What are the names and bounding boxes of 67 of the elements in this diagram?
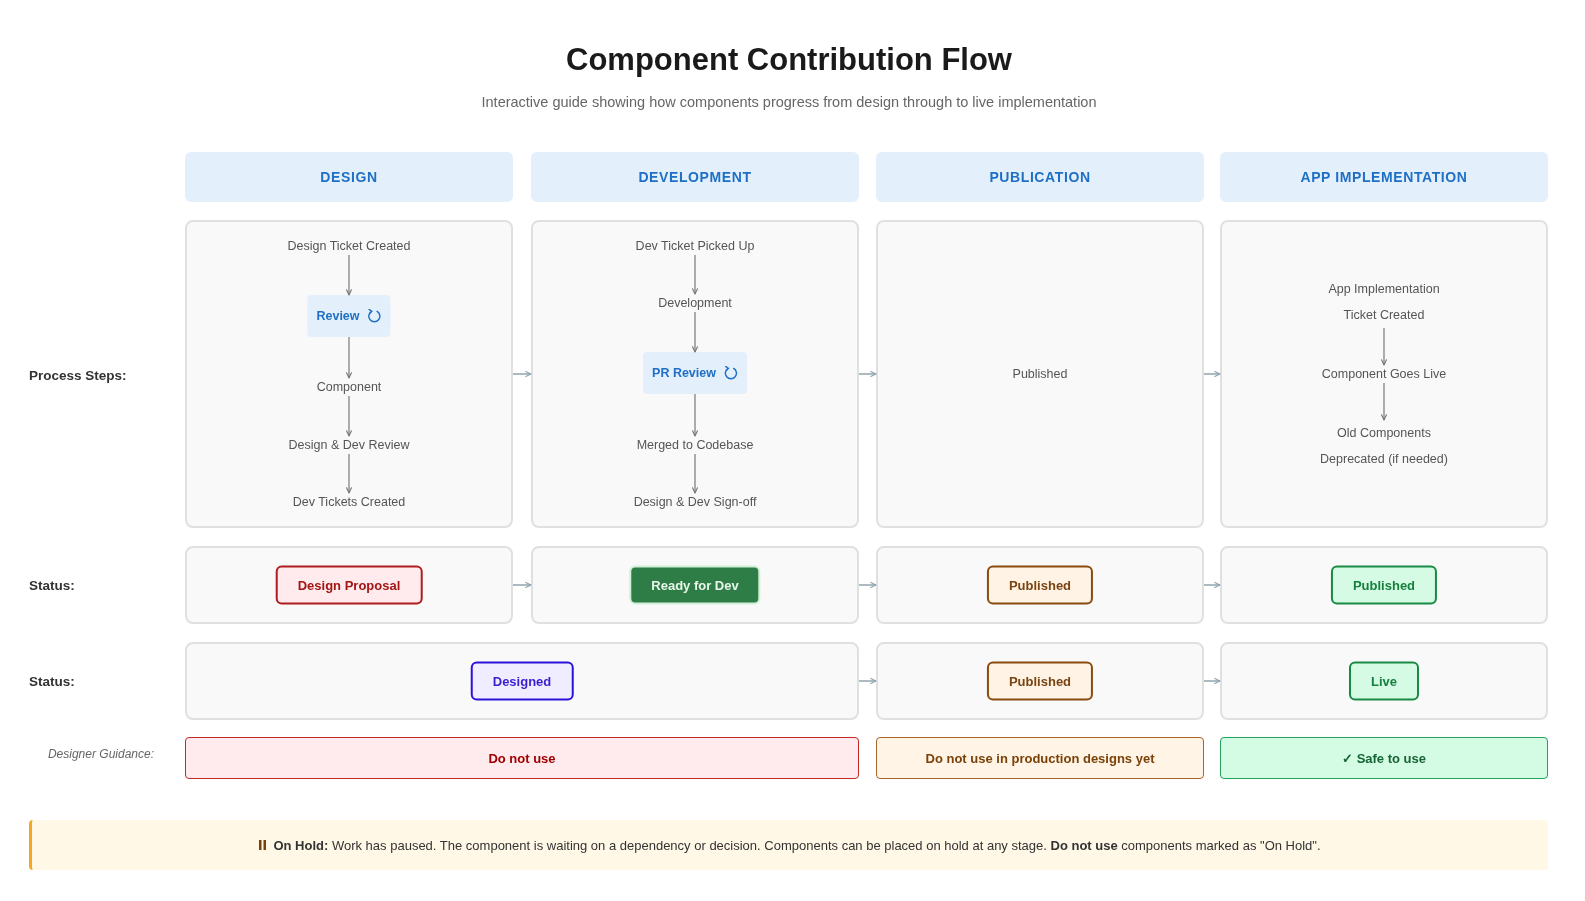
notice-banner [29,820,1548,870]
status-panel [185,546,513,624]
status-tag: Published [986,661,1094,701]
process-step: Design & Dev Review [288,436,410,454]
status-panel [876,642,1204,720]
arrow [1203,371,1221,377]
column-header: PUBLICATION [876,152,1204,202]
arrow [346,336,352,379]
status-tag: Designed [470,661,574,701]
process-step: Component Goes Live [1321,365,1447,383]
notice-text: On Hold: Work has paused. The component is waiting on a dependency or decision. Components can be placed on hold at any stage. Do not use components marked as "On Hold". [273,837,1321,853]
review-step [643,352,747,394]
process-step: Dev Ticket Picked Up [635,237,755,255]
arrow [858,371,877,377]
process-step: Design & Dev Sign-off [633,493,757,511]
process-panel [1220,220,1548,528]
status-panel [876,546,1204,624]
process-step: Development [658,294,732,312]
status-tag: Published [986,565,1094,605]
status-tag: Ready for Dev [629,565,761,605]
column-header: APP IMPLEMENTATION [1220,152,1548,202]
process-step: App Implementation Ticket Created [1316,276,1452,328]
row-label: Process Steps: [29,367,127,383]
row-label: Status: [29,577,75,593]
step-label: PR Review [652,366,716,380]
guidance-banner: Do not use in production designs yet [876,737,1204,779]
status-tag: Live [1349,661,1419,701]
arrow [692,311,698,353]
status-tag: Design Proposal [275,565,423,605]
page-title: Component Contribution Flow [566,42,1012,78]
process-panel [876,220,1204,528]
status-panel [531,546,859,624]
review-step [307,295,391,337]
arrow [1203,678,1221,684]
process-step: Merged to Codebase [636,436,754,454]
arrow [858,678,877,684]
arrow [1203,582,1221,588]
status-panel [1220,546,1548,624]
arrow [692,393,698,437]
guidance-banner: Do not use [185,737,859,779]
status-panel [1220,642,1548,720]
arrow [1381,382,1387,421]
row-label: Status: [29,673,75,689]
step-label: Review [316,309,360,323]
arrow [346,254,352,296]
status-panel [185,642,859,720]
guidance-banner: ✓ Safe to use [1220,737,1548,779]
arrow [512,582,532,588]
process-panel [531,220,859,528]
arrow [346,453,352,494]
process-step: Published [1012,365,1068,383]
column-header: DEVELOPMENT [531,152,859,202]
arrow [692,254,698,295]
arrow [1381,327,1387,366]
arrow [858,582,877,588]
column-header: DESIGN [185,152,513,202]
status-tag: Published [1330,565,1438,605]
arrow [692,453,698,494]
arrow [512,371,532,377]
process-step: Dev Tickets Created [292,493,406,511]
process-step: Component [316,378,382,396]
arrow [346,395,352,437]
process-step: Old Components Deprecated (if needed) [1316,420,1452,472]
process-panel [185,220,513,528]
process-step: Design Ticket Created [287,237,411,255]
subtitle: Interactive guide showing how components progress from design through to live implementation [481,94,1097,110]
row-label: Designer Guidance: [47,747,154,761]
